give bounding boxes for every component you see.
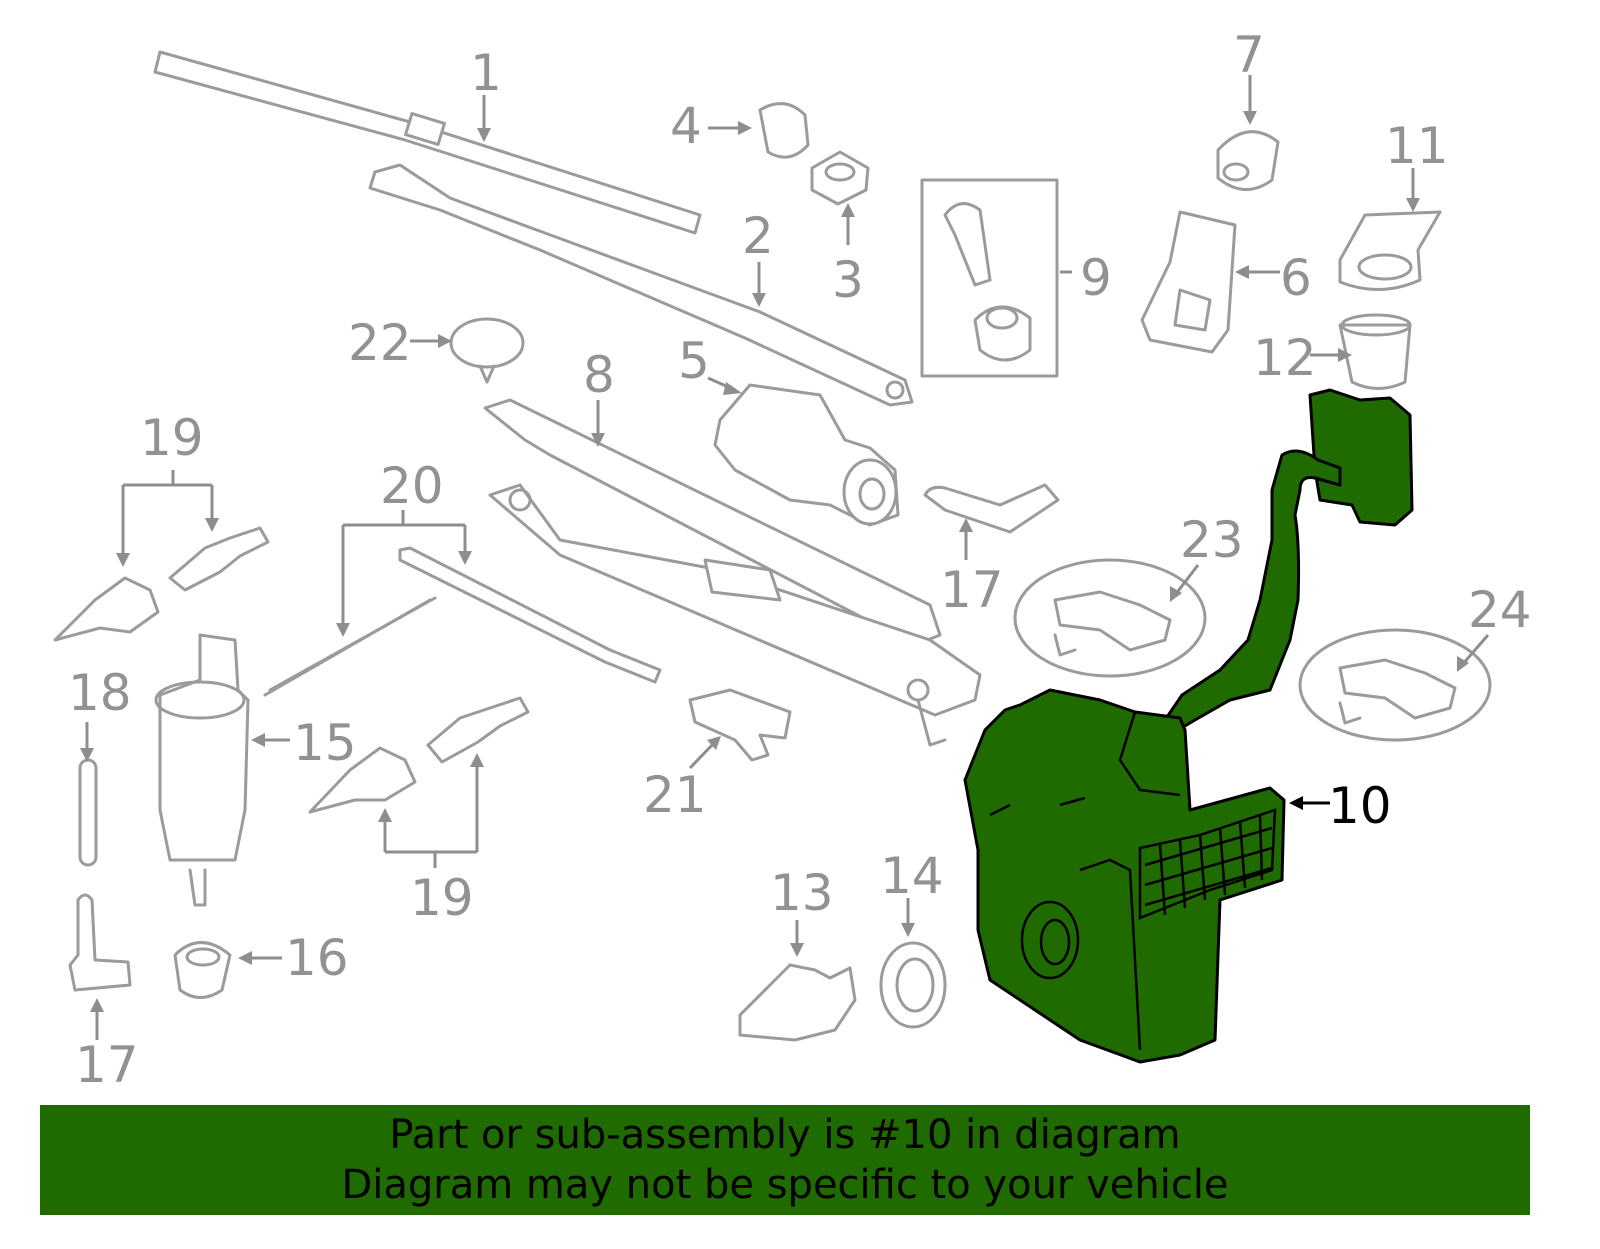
part-17-connector-upper xyxy=(923,483,1060,534)
callout-4: 4 xyxy=(670,97,702,155)
part-2-wiper-arm xyxy=(368,163,914,407)
callout-11: 11 xyxy=(1385,117,1449,175)
part-15-pump xyxy=(154,633,250,907)
leader-lines xyxy=(80,75,1490,1040)
callout-10: 10 xyxy=(1328,777,1392,835)
callout-16: 16 xyxy=(285,929,349,987)
callout-9: 9 xyxy=(1080,249,1112,307)
banner-line-2: Diagram may not be specific to your vehi… xyxy=(341,1162,1229,1208)
part-13-level-sensor xyxy=(738,963,857,1042)
part-11-filler-cap xyxy=(1338,210,1442,291)
callout-1: 1 xyxy=(470,44,502,102)
callout-19-upper: 19 xyxy=(140,409,204,467)
part-18-tube xyxy=(78,758,98,867)
part-16-grommet xyxy=(173,941,232,999)
part-3-nut xyxy=(810,150,870,206)
part-21-y-connector xyxy=(688,688,792,762)
part-5-motor xyxy=(713,383,900,527)
callout-7: 7 xyxy=(1233,26,1265,84)
callout-2: 2 xyxy=(742,207,774,265)
banner-line-1: Part or sub-assembly is #10 in diagram xyxy=(389,1112,1181,1158)
part-14-grommet xyxy=(879,941,947,1029)
part-7-grommet xyxy=(1216,130,1280,191)
callout-21: 21 xyxy=(643,766,707,824)
callout-20: 20 xyxy=(380,457,444,515)
part-1-wiper-blade xyxy=(153,50,702,235)
part-23-jet xyxy=(1013,558,1207,678)
callout-3: 3 xyxy=(832,251,864,309)
part-24-jet xyxy=(1298,628,1492,742)
part-17-connector-lower xyxy=(68,893,132,992)
callout-24: 24 xyxy=(1468,581,1532,639)
part-22-clip xyxy=(449,317,525,384)
part-19-nozzles-upper xyxy=(53,526,270,642)
part-6-bracket xyxy=(1140,210,1237,354)
callout-8: 8 xyxy=(583,346,615,404)
part-19-nozzles-lower xyxy=(308,696,530,814)
callout-17-upper: 17 xyxy=(940,561,1004,619)
callout-15: 15 xyxy=(293,714,357,772)
callout-12: 12 xyxy=(1253,329,1317,387)
callout-6: 6 xyxy=(1280,249,1312,307)
part-9-kit xyxy=(920,178,1059,378)
part-8-linkage xyxy=(483,398,982,747)
callout-13: 13 xyxy=(770,864,834,922)
part-20-hoses xyxy=(263,546,662,697)
callout-14: 14 xyxy=(880,847,944,905)
callout-18: 18 xyxy=(68,664,132,722)
part-10-washer-reservoir xyxy=(963,388,1414,1064)
callout-22: 22 xyxy=(348,314,412,372)
callout-numbers: 1 2 3 4 5 6 7 8 9 10 11 12 13 14 15 16 1… xyxy=(68,26,1532,1094)
part-12-filler-neck xyxy=(1338,313,1412,390)
part-4-cap xyxy=(758,102,810,159)
callout-5: 5 xyxy=(678,332,710,390)
highlight-banner: Part or sub-assembly is #10 in diagram D… xyxy=(40,1105,1530,1215)
callout-19-lower: 19 xyxy=(410,869,474,927)
callout-17-lower: 17 xyxy=(75,1036,139,1094)
callout-23: 23 xyxy=(1180,511,1244,569)
